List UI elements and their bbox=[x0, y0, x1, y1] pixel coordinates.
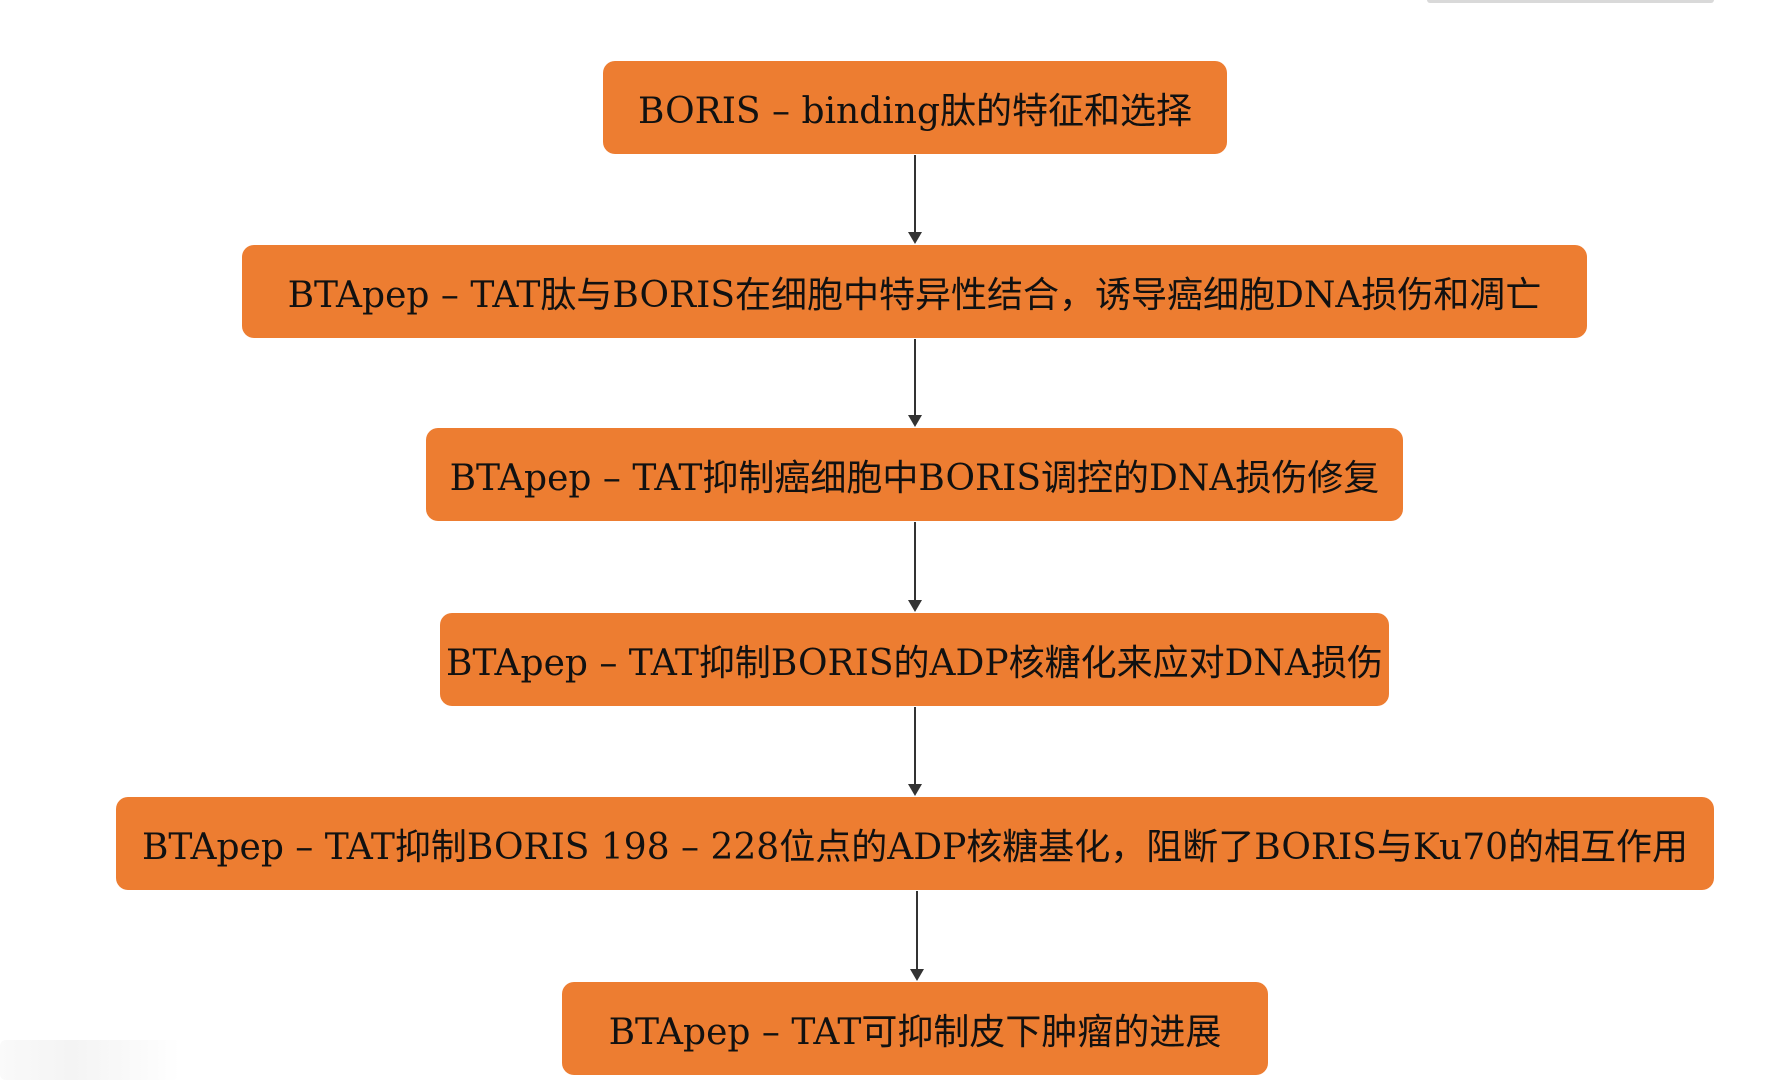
flow-step-5-label: BTApep – TAT抑制BORIS 198 – 228位点的ADP核糖基化，… bbox=[141, 826, 1689, 868]
scrollbar-hint bbox=[1427, 0, 1714, 3]
watermark bbox=[0, 1040, 180, 1080]
flow-step-2-label: BTApep – TAT肽与BORIS在细胞中特异性结合，诱导癌细胞DNA损伤和… bbox=[287, 274, 1542, 316]
flow-step-1-label: BORIS – binding肽的特征和选择 bbox=[637, 90, 1193, 132]
flow-step-4-label: BTApep – TAT抑制BORIS的ADP核糖化来应对DNA损伤 bbox=[446, 642, 1383, 684]
flow-step-6-label: BTApep – TAT可抑制皮下肿瘤的进展 bbox=[608, 1011, 1222, 1053]
arrow-down-icon bbox=[908, 155, 922, 244]
flow-step-5: BTApep – TAT抑制BORIS 198 – 228位点的ADP核糖基化，… bbox=[116, 797, 1714, 890]
arrow-down-icon bbox=[908, 522, 922, 612]
arrow-down-icon bbox=[910, 891, 924, 981]
arrow-down-icon bbox=[908, 707, 922, 796]
flow-step-6: BTApep – TAT可抑制皮下肿瘤的进展 bbox=[562, 982, 1268, 1075]
flow-step-4: BTApep – TAT抑制BORIS的ADP核糖化来应对DNA损伤 bbox=[440, 613, 1389, 706]
flow-step-3: BTApep – TAT抑制癌细胞中BORIS调控的DNA损伤修复 bbox=[426, 428, 1403, 521]
flow-step-2: BTApep – TAT肽与BORIS在细胞中特异性结合，诱导癌细胞DNA损伤和… bbox=[242, 245, 1587, 338]
flow-step-1: BORIS – binding肽的特征和选择 bbox=[603, 61, 1227, 154]
flow-step-3-label: BTApep – TAT抑制癌细胞中BORIS调控的DNA损伤修复 bbox=[449, 457, 1380, 499]
arrow-down-icon bbox=[908, 339, 922, 427]
